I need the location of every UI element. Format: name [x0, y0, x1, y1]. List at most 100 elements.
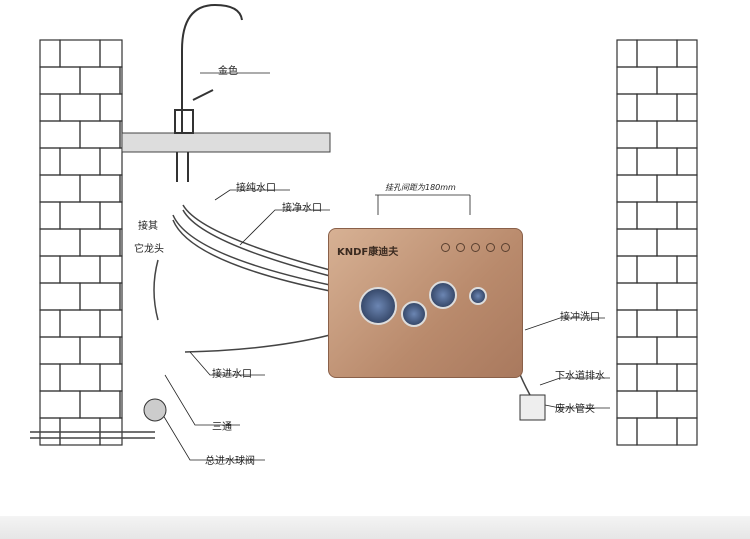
brick	[636, 255, 678, 284]
brick	[119, 282, 123, 311]
brick	[676, 201, 698, 230]
pipes	[30, 204, 531, 439]
brick	[616, 201, 638, 230]
brick	[39, 309, 61, 338]
brick	[79, 66, 121, 95]
ball-valve	[143, 398, 167, 422]
brick	[99, 309, 123, 338]
brick	[616, 39, 638, 68]
brick	[676, 417, 698, 446]
faucet	[174, 3, 243, 182]
control-button[interactable]	[441, 243, 450, 252]
brick	[59, 147, 101, 176]
brick	[676, 363, 698, 392]
brick	[39, 201, 61, 230]
drain-clamp	[519, 394, 546, 421]
bottom-band	[0, 516, 750, 539]
brick	[119, 228, 123, 257]
brick	[636, 417, 678, 446]
label-other-faucet: 接其	[138, 221, 158, 232]
brick	[39, 363, 61, 392]
brick	[99, 147, 123, 176]
control-button[interactable]	[486, 243, 495, 252]
brick	[676, 309, 698, 338]
brick	[39, 147, 61, 176]
brick	[39, 120, 81, 149]
label-tee: 三通	[212, 422, 232, 433]
brick	[39, 39, 61, 68]
brick	[616, 255, 638, 284]
leader-lines	[159, 72, 610, 461]
brick	[616, 228, 658, 257]
brick	[39, 93, 61, 122]
brick	[616, 417, 638, 446]
brick	[79, 228, 121, 257]
brick	[39, 174, 81, 203]
brick	[676, 255, 698, 284]
brick	[656, 66, 698, 95]
brick	[636, 201, 678, 230]
brick	[59, 309, 101, 338]
brick	[39, 255, 61, 284]
brick	[59, 363, 101, 392]
brick	[79, 282, 121, 311]
brick	[79, 390, 121, 419]
brick	[79, 174, 121, 203]
label-clamp: 废水管夹	[555, 404, 595, 415]
brick	[119, 336, 123, 365]
brick	[39, 390, 81, 419]
brick	[616, 93, 638, 122]
brick	[616, 390, 658, 419]
brick	[99, 201, 123, 230]
brick	[636, 309, 678, 338]
brick	[59, 255, 101, 284]
brick	[119, 174, 123, 203]
brick	[99, 363, 123, 392]
filter-window	[429, 281, 457, 309]
brick	[656, 336, 698, 365]
control-button[interactable]	[501, 243, 510, 252]
brick	[636, 39, 678, 68]
label-flush: 接冲洗口	[560, 312, 600, 323]
brick	[676, 147, 698, 176]
brick	[656, 282, 698, 311]
brick	[39, 336, 81, 365]
label-inlet: 接进水口	[212, 369, 252, 380]
brick	[99, 255, 123, 284]
brick	[616, 309, 638, 338]
brick	[676, 39, 698, 68]
control-button[interactable]	[456, 243, 465, 252]
brick	[39, 282, 81, 311]
brick	[99, 39, 123, 68]
brick	[99, 93, 123, 122]
brick	[656, 390, 698, 419]
control-button[interactable]	[471, 243, 480, 252]
label-pure-water: 接纯水口	[236, 183, 276, 194]
brand-logo: KNDF康迪夫	[337, 247, 399, 258]
brick	[616, 120, 658, 149]
label-drain: 下水道排水	[555, 371, 605, 382]
brick	[119, 390, 123, 419]
label-gold: 金色	[218, 66, 238, 77]
brick	[656, 174, 698, 203]
label-other-faucet: 它龙头	[134, 244, 164, 255]
label-hole-spacing: 挂孔间距为180mm	[385, 183, 456, 192]
brick	[39, 228, 81, 257]
brick	[636, 147, 678, 176]
brick-walls	[39, 39, 698, 446]
brick	[59, 39, 101, 68]
brick	[656, 228, 698, 257]
brick	[79, 336, 121, 365]
brick	[79, 120, 121, 149]
brick	[616, 363, 638, 392]
label-main-valve: 总进水球阀	[205, 456, 255, 467]
filter-window	[469, 287, 487, 305]
brick	[616, 282, 658, 311]
filter-window	[401, 301, 427, 327]
brick	[636, 363, 678, 392]
brick	[656, 120, 698, 149]
water-purifier: KNDF康迪夫	[328, 228, 523, 378]
brick	[119, 66, 123, 95]
brick	[59, 93, 101, 122]
